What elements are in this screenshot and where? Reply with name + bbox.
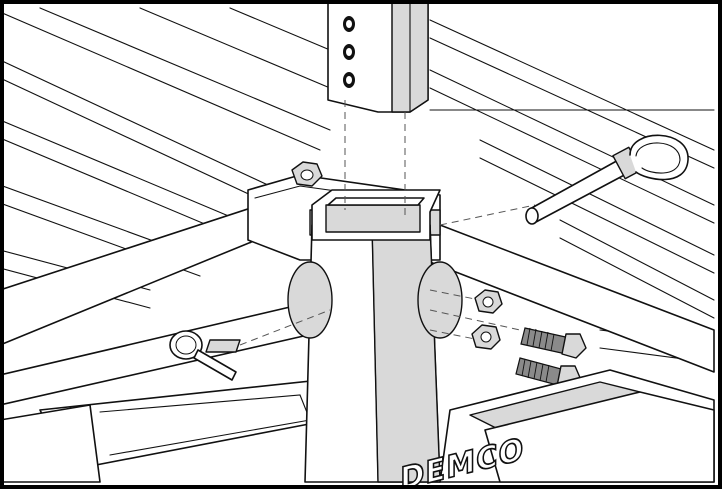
top-nut	[291, 161, 323, 187]
base-plate: DEMCO	[399, 369, 715, 489]
base-arms	[0, 204, 715, 483]
alignment-lines	[239, 100, 536, 346]
upper-post	[327, 0, 429, 113]
side-bolts	[515, 327, 587, 391]
leg-column	[287, 224, 463, 483]
receiver-socket	[311, 189, 441, 241]
side-nuts	[471, 289, 503, 350]
hair-pin-clip	[169, 330, 241, 381]
hitch-pin	[525, 134, 689, 225]
